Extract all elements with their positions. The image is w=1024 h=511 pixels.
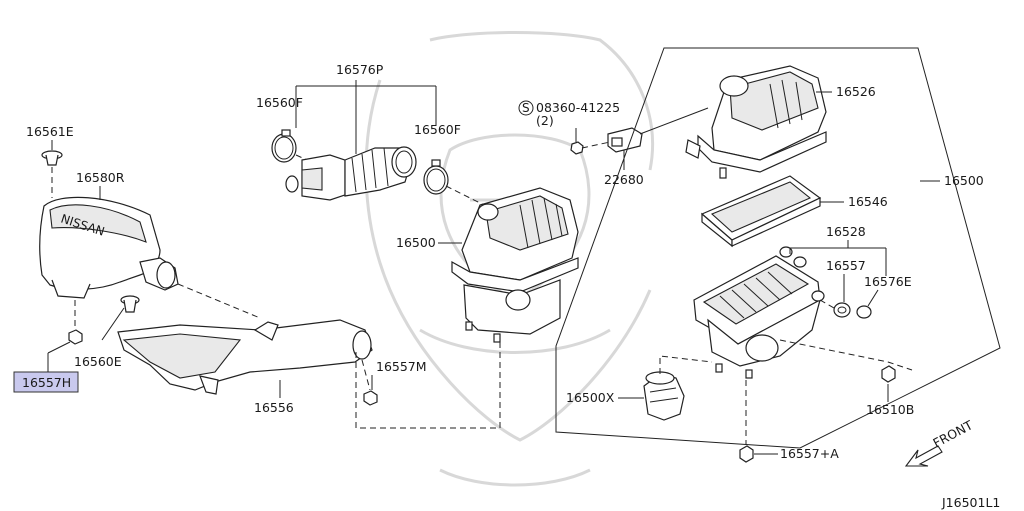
label-16560F-right[interactable]: 16560F	[414, 122, 461, 137]
front-arrow-icon	[904, 445, 943, 467]
diagram-code: J16501L1	[941, 495, 1000, 510]
screw-08360	[570, 141, 584, 155]
intake-hose-16576P	[285, 146, 417, 201]
s-symbol-circle	[518, 100, 534, 116]
s-symbol: S	[522, 101, 530, 115]
label-08360-qty: (2)	[536, 113, 554, 128]
nut-16557A	[739, 445, 754, 463]
label-16500X[interactable]: 16500X	[566, 390, 615, 405]
label-16557A[interactable]: 16557+A	[780, 446, 839, 461]
label-16580R[interactable]: 16580R	[76, 170, 125, 185]
label-22680[interactable]: 22680	[604, 172, 644, 187]
label-08360-41225[interactable]: 08360-41225	[536, 100, 620, 115]
maf-sensor-22680	[607, 127, 643, 153]
exploded-boundary	[555, 47, 1001, 449]
label-16557M[interactable]: 16557M	[376, 359, 427, 374]
label-16556[interactable]: 16556	[254, 400, 294, 415]
air-duct-16556	[117, 319, 373, 395]
nut-16557H	[68, 329, 83, 345]
label-16557[interactable]: 16557	[826, 258, 866, 273]
label-16576E[interactable]: 16576E	[864, 274, 912, 289]
hose-clamp-right	[423, 159, 449, 195]
label-16500-center[interactable]: 16500	[396, 235, 436, 250]
label-16561E[interactable]: 16561E	[26, 124, 74, 139]
label-16557H[interactable]: 16557H	[22, 375, 71, 390]
label-16557H-highlight	[13, 371, 79, 393]
hose-clamp-left	[271, 129, 297, 163]
label-16528[interactable]: 16528	[826, 224, 866, 239]
label-16560E[interactable]: 16560E	[74, 354, 122, 369]
label-front: FRONT	[930, 417, 975, 450]
grommet-16557	[833, 302, 851, 318]
label-16560F-left[interactable]: 16560F	[256, 95, 303, 110]
clip-16560E	[120, 295, 140, 313]
intake-duct-16500X	[643, 371, 685, 421]
grommet-16576E	[856, 305, 872, 319]
nut-16557M	[363, 390, 378, 406]
nut-16510B	[881, 365, 896, 383]
label-16576P[interactable]: 16576P	[336, 62, 384, 77]
grommet-16561E	[41, 150, 63, 166]
label-16510B[interactable]: 16510B	[866, 402, 914, 417]
air-cleaner-assembly-center	[451, 187, 579, 343]
air-filter-16546	[700, 175, 822, 248]
lower-housing	[693, 246, 825, 379]
label-16546[interactable]: 16546	[848, 194, 888, 209]
upper-housing-16526	[685, 65, 827, 179]
label-16526[interactable]: 16526	[836, 84, 876, 99]
label-16500-right[interactable]: 16500	[944, 173, 984, 188]
air-inlet-duct-16580R: NISSAN	[39, 196, 179, 299]
